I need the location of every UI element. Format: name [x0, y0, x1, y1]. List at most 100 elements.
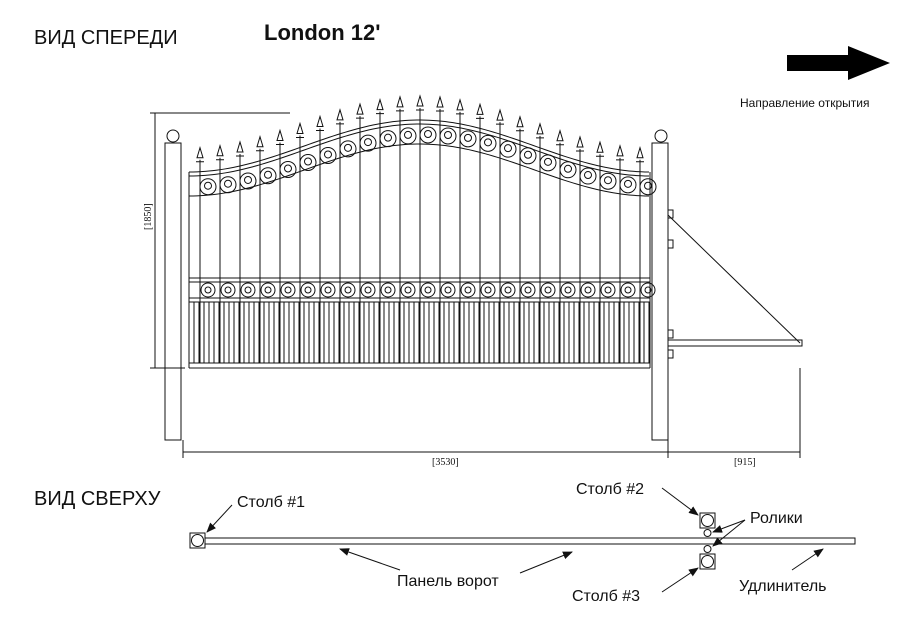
scroll-icon [604, 286, 612, 294]
top-view-heading: ВИД СВЕРХУ [34, 488, 161, 510]
scroll-icon [424, 286, 432, 294]
post [164, 142, 182, 441]
post-cap [166, 129, 180, 143]
scroll-icon [639, 178, 657, 196]
extension-brace [667, 214, 801, 344]
gate-panel [204, 537, 856, 545]
hinge-icon [667, 239, 674, 249]
spear-icon [456, 98, 464, 115]
scroll-icon [420, 282, 436, 298]
extension-dimension-label: [915] [734, 457, 756, 468]
model-title: London 12' [264, 20, 380, 45]
scroll-icon [244, 175, 252, 184]
scroll-icon [219, 176, 237, 194]
scroll-icon [560, 282, 576, 298]
spear-icon [356, 102, 364, 119]
post [651, 142, 669, 441]
scroll-icon [239, 172, 257, 190]
scroll-icon [280, 282, 296, 298]
gate-panel-label: Панель ворот [397, 573, 499, 590]
scroll-icon [379, 130, 397, 148]
scroll-icon [640, 282, 656, 298]
scroll-icon [264, 286, 272, 294]
height-dimension-label: [1850] [143, 203, 154, 230]
extension-arm [667, 339, 803, 347]
post-cap [654, 129, 668, 143]
spear-icon [376, 97, 384, 115]
post-1 [189, 532, 206, 549]
scroll-icon [404, 286, 412, 294]
scroll-icon [644, 286, 652, 294]
scroll-icon [360, 282, 376, 298]
scroll-icon [324, 150, 332, 159]
spear-icon [536, 122, 544, 139]
callouts [206, 487, 824, 593]
spear-icon [416, 94, 424, 111]
scroll-icon [524, 150, 532, 159]
spear-icon [336, 108, 344, 125]
post-3-label: Столб #3 [572, 588, 640, 605]
scroll-icon [504, 286, 512, 294]
spear-icon [596, 140, 604, 157]
scroll-icon [204, 286, 212, 294]
scroll-icon [224, 179, 232, 188]
scroll-icon [440, 282, 456, 298]
scroll-icon [444, 286, 452, 294]
scroll-icon [500, 282, 516, 298]
scroll-icon [384, 286, 392, 294]
spear-icon [616, 144, 624, 161]
width-dimension-label: [3530] [432, 457, 459, 468]
scroll-icon [544, 286, 552, 294]
spear-icon [236, 140, 244, 157]
scroll-icon [340, 282, 356, 298]
scroll-icon [299, 154, 317, 172]
scroll-icon [644, 181, 652, 190]
scroll-icon [584, 286, 592, 294]
scroll-icon [384, 133, 392, 142]
scroll-icon [400, 282, 416, 298]
spear-icon [476, 102, 484, 119]
scroll-icon [540, 282, 556, 298]
scroll-icon [399, 127, 417, 145]
extension-label: Удлинитель [739, 578, 826, 595]
spear-icon [496, 108, 504, 125]
scroll-icon [339, 140, 357, 158]
spear-icon [436, 95, 444, 112]
scroll-icon [439, 127, 457, 145]
spear-icon [296, 121, 304, 139]
scroll-icon [320, 282, 336, 298]
top-rail [188, 119, 650, 173]
scroll-icon [460, 282, 476, 298]
roller-icon [703, 529, 712, 537]
scroll-icon [224, 286, 232, 294]
spear-icon [576, 135, 584, 152]
spear-icon [516, 115, 524, 132]
scroll-icon [624, 286, 632, 294]
scroll-icon [300, 282, 316, 298]
front-view-heading: ВИД СПЕРЕДИ [34, 27, 178, 49]
scroll-icon [380, 282, 396, 298]
spear-icon [256, 135, 264, 152]
scroll-icon [200, 282, 216, 298]
scroll-icon [580, 282, 596, 298]
scroll-icon [204, 181, 212, 190]
spear-icon [556, 129, 564, 146]
scroll-icon [619, 176, 637, 194]
scroll-icon [479, 134, 497, 152]
scroll-icon [220, 282, 236, 298]
opening-direction-label: Направление открытия [740, 96, 869, 110]
opening-direction-arrow-icon [787, 46, 890, 80]
scroll-icon [579, 167, 597, 185]
scroll-icon [600, 282, 616, 298]
spear-icon [276, 128, 284, 145]
scroll-icon [559, 161, 577, 179]
scroll-icon [284, 286, 292, 294]
width-dimension: [3530] [915] [182, 368, 801, 468]
scroll-icon [459, 130, 477, 148]
scroll-icon [364, 286, 372, 294]
scroll-icon [620, 282, 636, 298]
hinge-icon [667, 329, 674, 339]
gate-front-view [164, 94, 803, 441]
post-2-label: Столб #2 [576, 481, 644, 498]
scroll-icon [499, 140, 517, 158]
